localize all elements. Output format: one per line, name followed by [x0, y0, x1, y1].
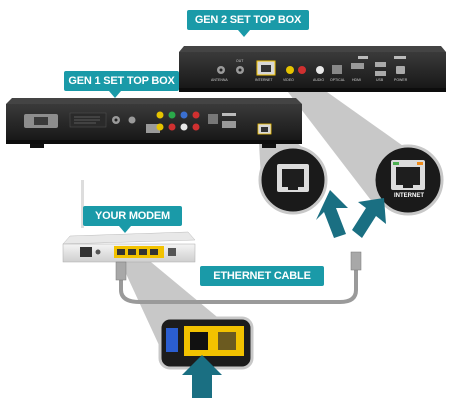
gen2-set-top-box: [179, 46, 446, 92]
gen2-port-label-out: OUT: [236, 59, 244, 63]
gen1-port-zoom: [258, 145, 328, 215]
arrow-to-modem-port: [182, 355, 222, 398]
arrow-to-gen2-port: [352, 198, 386, 238]
gen2-port-label-optical: OPTICAL: [330, 78, 345, 82]
gen1-set-top-box-label: GEN 1 SET TOP BOX: [64, 71, 179, 91]
gen2-port-label-usb: USB: [376, 78, 384, 82]
ethernet-cable: [115, 251, 362, 304]
gen2-port-label-internet: INTERNET: [255, 78, 273, 82]
gen2-port-label-hdmi: HDMI: [352, 78, 361, 82]
gen2-port-label-video: VIDEO: [283, 78, 294, 82]
modem-label: YOUR MODEM: [83, 206, 182, 226]
internet-port-label: INTERNET: [394, 193, 424, 199]
modem-port-zoom: [158, 316, 254, 370]
arrow-to-gen1-port: [316, 190, 348, 238]
gen2-set-top-box-label: GEN 2 SET TOP BOX: [187, 10, 309, 30]
modem: [62, 180, 196, 263]
gen2-port-label-audio: AUDIO: [313, 78, 325, 82]
gen2-port-label-power: POWER: [394, 78, 408, 82]
gen2-port-label-antenna: ANTENNA: [211, 78, 228, 82]
gen1-set-top-box: [6, 98, 302, 148]
ethernet-cable-label: ETHERNET CABLE: [200, 266, 324, 286]
gen2-port-zoom: [372, 144, 444, 216]
